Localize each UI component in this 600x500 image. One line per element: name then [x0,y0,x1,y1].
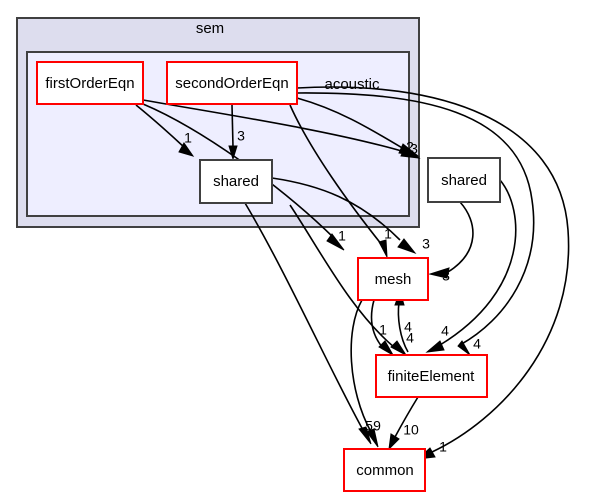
cluster-sem-label: sem [196,20,224,37]
edge-secondOrderEqn-sharedAcoustic [231,104,234,148]
node-shared-acoustic-box[interactable] [199,159,273,204]
edge-label-count: 4 [441,323,449,339]
edge-arrowhead [425,340,445,353]
edge-arrowhead [397,238,417,255]
edge-sharedAcoustic-finiteElement [289,204,396,349]
edge-label-count: 4 [406,330,414,346]
node-mesh-box[interactable] [357,257,429,301]
node-finiteElement-label: finiteElement [388,368,476,385]
edge-secondOrderEqn-mesh [289,104,383,246]
edge-firstOrderEqn-common [296,86,570,453]
edge-label-count: 5 [365,418,373,434]
node-secondOrderEqn[interactable]: secondOrderEqn [166,61,298,105]
node-common-label: common [356,462,414,479]
node-finiteElement[interactable]: finiteElement [375,354,488,398]
edge-arrowhead [390,340,408,357]
cluster-acoustic-label: acoustic [324,76,380,93]
edge-arrowhead [178,142,195,157]
edge-sharedAcoustic-mesh [271,177,401,241]
edge-label-count: 1 [439,439,447,455]
edge-label-count: 1 [184,130,192,146]
node-firstOrderEqn-box[interactable] [36,61,144,105]
node-shared-outer-box[interactable] [427,157,501,203]
edge-label-count: 4 [473,336,481,352]
edge-label-count: 4 [404,319,412,335]
edge-label-count: 3 [237,128,245,144]
edge-sharedAcoustic-common [244,202,364,431]
edge-firstOrderEqn-sharedAcoustic [135,104,186,149]
edge-secondOrderEqn-sharedOuter [296,97,405,150]
edge-arrowhead [378,340,395,357]
edge-arrowhead [388,433,400,451]
edge-arrowhead [228,145,238,161]
edge-arrowhead [366,428,379,448]
edge-arrowhead [428,267,450,279]
node-common-box[interactable] [343,448,426,492]
node-mesh-label: mesh [375,271,412,288]
edge-arrowhead [398,143,420,157]
node-shared-acoustic[interactable]: shared [199,159,273,204]
edge-label-count: 3 [422,236,430,252]
node-finiteElement-box[interactable] [375,354,488,398]
node-secondOrderEqn-box[interactable] [166,61,298,105]
edge-sharedOuter-mesh [447,201,474,273]
node-firstOrderEqn-label: firstOrderEqn [45,75,134,92]
edge-finiteElement-common [394,396,419,438]
edge-sharedOuter-finiteElement [439,179,517,346]
edge-arrowhead [378,239,388,258]
node-secondOrderEqn-label: secondOrderEqn [175,75,288,92]
node-mesh[interactable]: mesh [357,257,429,301]
node-shared-outer[interactable]: shared [427,157,501,203]
edge-label-count: 1 [338,228,346,244]
edges-layer [135,86,570,460]
edge-mesh-common [350,299,372,433]
edge-arrowhead [326,233,345,251]
edge-label-count: 1 [379,322,387,338]
edge-secondOrderEqn-finiteElement [296,92,535,346]
edge-label-count: 3 [410,141,418,157]
edge-label-count: 1 [384,226,392,242]
edge-label-count: 10 [403,422,419,438]
node-common[interactable]: common [343,448,426,492]
node-shared-acoustic-label: shared [213,173,259,190]
edge-label-count: 9 [373,418,381,434]
node-shared-outer-label: shared [441,172,487,189]
edge-label-count: 2 [406,139,414,155]
edge-arrowhead [457,340,471,356]
node-firstOrderEqn[interactable]: firstOrderEqn [36,61,144,105]
edge-finiteElement-mesh [397,301,409,353]
edge-labels-layer: 1 3 2 3 1 1 3 3 1 4 4 4 4 5 9 10 1 [184,128,481,455]
edge-arrowhead [358,426,372,445]
edge-label-count: 3 [442,268,450,284]
